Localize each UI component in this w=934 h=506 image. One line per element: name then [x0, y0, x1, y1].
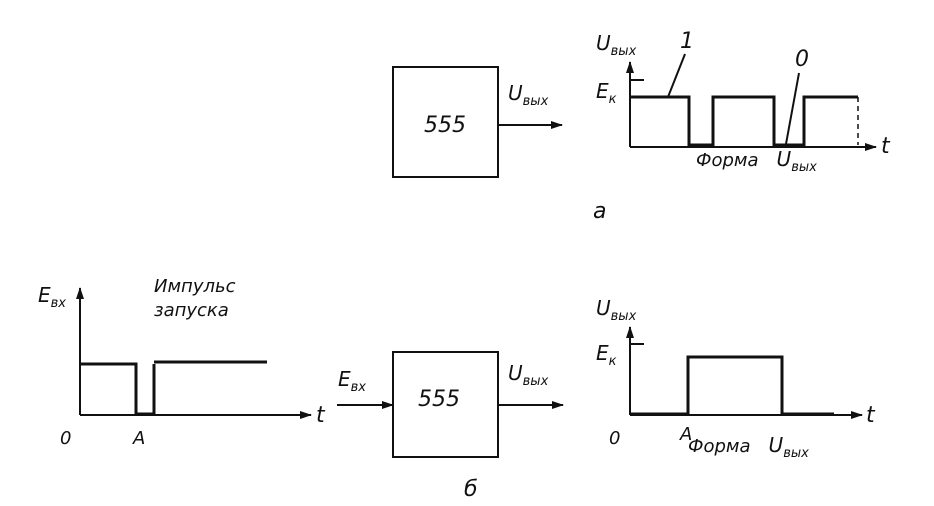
- input-t-label: t: [316, 403, 326, 428]
- output-pulse-waveform: [630, 355, 834, 416]
- low-level-pointer: [785, 72, 800, 145]
- input-point-a-label: A: [132, 428, 145, 449]
- timer-block-a: [392, 66, 499, 178]
- t-axis-label-a: t: [881, 134, 891, 159]
- block-input-label-b: Eвх: [338, 367, 366, 395]
- y-axis-label-a: Uвых: [596, 31, 637, 59]
- ek-label-b: Eк: [596, 341, 617, 369]
- input-origin-label: 0: [60, 428, 71, 449]
- subfigure-label-a: а: [593, 199, 606, 224]
- output-axis-label: Uвых: [596, 296, 637, 324]
- high-level-marker: 1: [680, 29, 694, 54]
- timer-block-b-label: 555: [418, 387, 460, 412]
- output-label-a: Uвых: [508, 81, 549, 109]
- input-axis-label: Eвх: [38, 283, 66, 311]
- low-level-marker: 0: [795, 47, 809, 72]
- pulse-waveform-a: [630, 95, 858, 147]
- output-label-b: Uвых: [508, 361, 549, 389]
- output-origin-label: 0: [609, 428, 620, 449]
- trigger-pulse-title-line1: Импульс: [154, 276, 236, 297]
- trigger-pulse-waveform: [80, 362, 156, 416]
- output-point-a-label: A: [679, 424, 692, 445]
- part-b: Eвх t Импульс запуска 0 A Eвх 555 Uвых U…: [38, 276, 876, 502]
- output-t-label: t: [866, 403, 876, 428]
- high-level-pointer: [667, 53, 686, 98]
- ek-label-a: Eк: [596, 79, 617, 107]
- timer-block-a-label: 555: [424, 113, 466, 138]
- trigger-pulse-title-line2: запуска: [154, 300, 229, 321]
- subfigure-label-b: б: [464, 477, 478, 502]
